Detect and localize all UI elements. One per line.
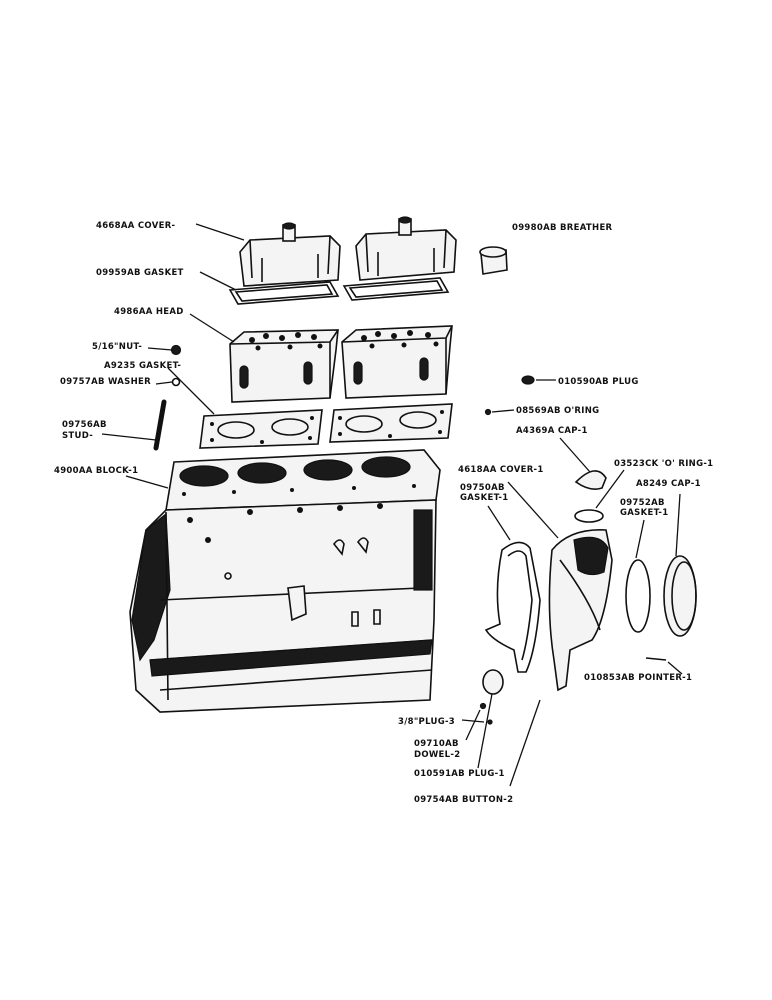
label-nut: 5/16"NUT- (92, 342, 142, 352)
label-cover: 4668AA COVER- (96, 221, 176, 231)
oring-03523 (574, 509, 604, 523)
button-09754 (482, 669, 504, 695)
nut (170, 344, 182, 356)
label-cover-4618: 4618AA COVER-1 (458, 465, 544, 475)
cap-a4369 (574, 470, 607, 490)
label-stud-1: 09756AB (62, 420, 107, 430)
label-gasket-09752-2: GASKET-1 (620, 508, 668, 518)
stud (153, 399, 167, 451)
engine-block (129, 449, 441, 713)
label-gasket-09750-1: 09750AB (460, 483, 505, 493)
plug-3-8 (487, 719, 493, 725)
timing-cover (548, 529, 613, 692)
plug-010590 (521, 375, 535, 385)
label-breather: 09980AB BREATHER (512, 223, 613, 233)
label-pointer: 010853AB POINTER-1 (584, 673, 692, 683)
label-button: 09754AB BUTTON-2 (414, 795, 513, 805)
label-stud-2: STUD- (62, 431, 93, 441)
label-gasket-a9235: A9235 GASKET- (104, 361, 181, 371)
cap-a8249 (663, 555, 697, 637)
cylinder-head-right (341, 325, 453, 399)
cover-gasket-left (228, 281, 340, 305)
valve-cover-left (239, 222, 341, 287)
label-cap-a4369: A4369A CAP-1 (516, 426, 588, 436)
oring-08569 (484, 408, 492, 416)
cover-gasket-right (342, 277, 450, 301)
timing-cover-gasket (484, 541, 541, 673)
label-dowel-1: 09710AB (414, 739, 459, 749)
label-plug-010591: 010591AB PLUG-1 (414, 769, 505, 779)
label-oring-08569: 08569AB O'RING (516, 406, 599, 416)
label-cap-a8249: A8249 CAP-1 (636, 479, 701, 489)
head-gasket-left (199, 409, 323, 449)
label-block: 4900AA BLOCK-1 (54, 466, 138, 476)
leader-lines (101, 223, 683, 787)
valve-cover-right (355, 216, 457, 281)
head-gasket-right (329, 403, 453, 443)
label-dowel-2: DOWEL-2 (414, 750, 460, 760)
label-plug-3: 3/8"PLUG-3 (398, 717, 455, 727)
label-gasket-top: 09959AB GASKET (96, 268, 184, 278)
dowel (479, 702, 487, 710)
cylinder-head-left (229, 329, 339, 403)
pointer-010853 (645, 657, 667, 661)
label-plug-010590: 010590AB PLUG (558, 377, 639, 387)
label-oring-03523: 03523CK 'O' RING-1 (614, 459, 713, 469)
label-washer: 09757AB WASHER (60, 377, 151, 387)
label-gasket-09752-1: 09752AB (620, 498, 665, 508)
breather-cap (479, 246, 508, 275)
washer (171, 377, 181, 387)
label-head: 4986AA HEAD (114, 307, 184, 317)
label-gasket-09750-2: GASKET-1 (460, 493, 508, 503)
gasket-09752 (625, 559, 651, 633)
